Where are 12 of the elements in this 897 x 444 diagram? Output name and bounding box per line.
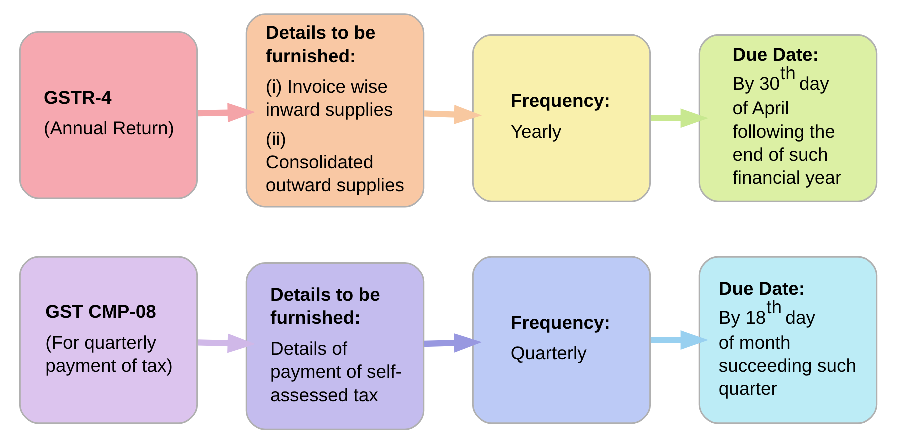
arrow [198,334,256,354]
node-box: GST CMP-08 (For quarterly payment of tax) [19,256,198,424]
arrow [198,103,256,123]
node-box: Details to be furnished: Details of payment of self-assessed tax [246,262,425,430]
node-box: GSTR-4 (Annual Return) [19,31,198,200]
arrow [424,333,482,353]
arrow [424,105,482,124]
node-box: Frequency: Quarterly [472,256,652,424]
arrow [650,330,709,350]
node-box: Frequency: Yearly [472,34,652,202]
arrow [650,108,709,128]
node-box: Details to be furnished: (i) Invoice wise inward supplies (ii) Consolidated outward supplies [246,14,425,208]
